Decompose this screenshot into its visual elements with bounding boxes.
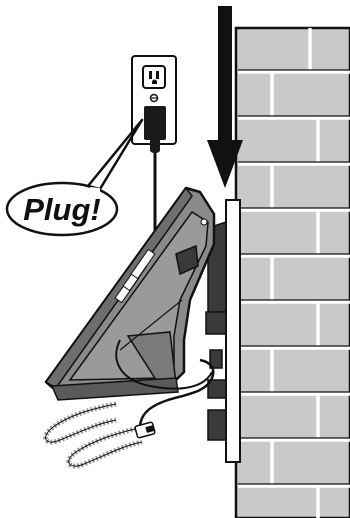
cable-connector-icon <box>135 422 155 438</box>
brick-wall <box>236 28 350 518</box>
callout-text: Plug! <box>23 192 101 227</box>
plug-callout: Plug! <box>7 120 142 235</box>
